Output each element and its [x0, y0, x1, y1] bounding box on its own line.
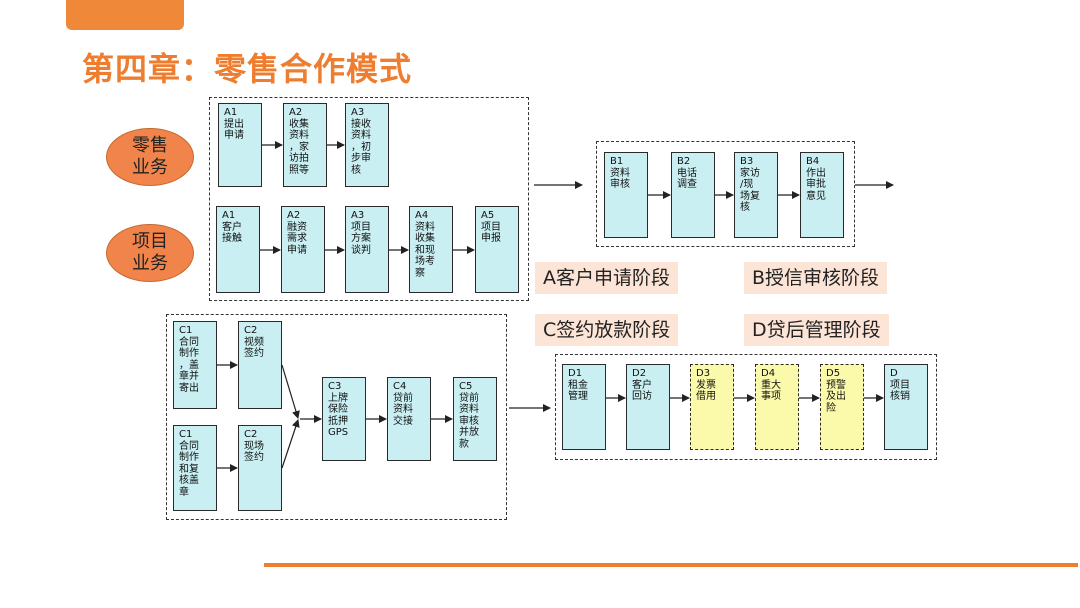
page-title: 第四章：零售合作模式: [82, 50, 413, 88]
connector-arrow: [281, 364, 300, 419]
top-accent-tab: [66, 0, 184, 30]
oval-project-business: 项目 业务: [106, 224, 194, 282]
stage-label-c: C签约放款阶段: [535, 314, 679, 346]
stage-label-d: D贷后管理阶段: [744, 314, 889, 346]
footer-accent-line: [264, 563, 1078, 567]
group-b: [596, 141, 855, 247]
stage-label-a: A客户申请阶段: [535, 262, 678, 294]
group-a: [209, 97, 529, 301]
stage-label-b: B授信审核阶段: [744, 262, 888, 294]
oval-retail-business: 零售 业务: [106, 128, 194, 186]
group-d: [555, 354, 937, 460]
group-c: [166, 314, 507, 520]
connector-arrow: [281, 419, 300, 469]
